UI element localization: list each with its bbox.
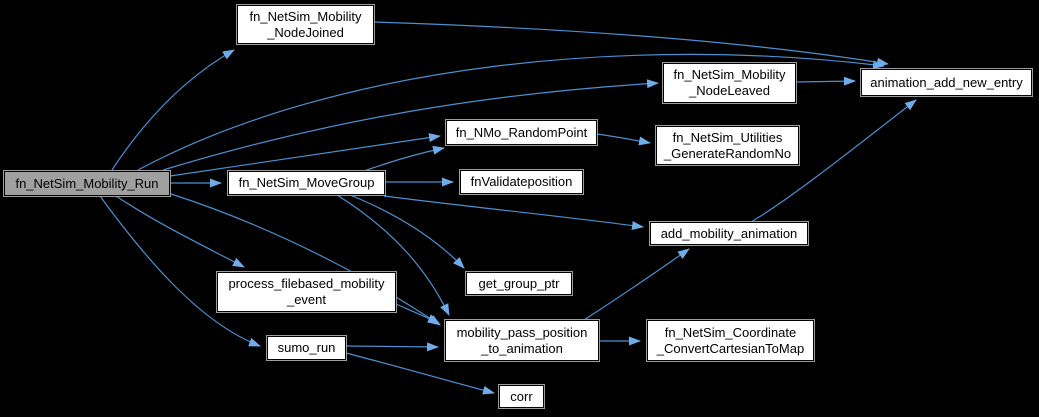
node-label-line: fnValidateposition [470, 174, 573, 189]
node-get-group-ptr[interactable]: get_group_ptr [465, 271, 573, 296]
edge-move-group-to-nmo-random-point [363, 145, 445, 172]
node-label-line: fn_NMo_RandomPoint [455, 124, 588, 140]
node-label-line: fn_NetSim_Mobility [673, 67, 786, 82]
node-corr[interactable]: corr [498, 384, 545, 409]
edge-mobility-run-to-animation-add-new-entry [137, 53, 885, 171]
node-label-line: get_group_ptr [478, 275, 560, 291]
edge-mobility-node-joined-to-animation-add-new-entry [373, 21, 889, 67]
edge-mobility-run-to-process-filebased-mobility-event [115, 195, 245, 268]
edge-add-mobility-animation-to-animation-add-new-entry [750, 99, 917, 223]
edge-process-filebased-mobility-event-to-mobility-pass-position-to-animation [395, 303, 440, 324]
node-mobility-node-leaved[interactable]: fn_NetSim_Mobility_NodeLeaved [662, 62, 797, 104]
node-fnvalidateposition[interactable]: fnValidateposition [459, 169, 584, 195]
node-label-line: _event [286, 292, 327, 307]
node-label-line: fn_NetSim_Utilities [672, 129, 783, 145]
node-label-line: add_mobility_animation [660, 225, 798, 241]
node-label-line: corr [510, 388, 533, 404]
node-label-line: _NodeLeaved [689, 83, 770, 98]
node-label-line: fn_NetSim_Coordinate [664, 324, 797, 340]
edge-mobility-run-to-sumo-run [99, 195, 261, 347]
node-label-line: _NodeJoined [267, 24, 344, 40]
node-label-line: animation_add_new_entry [870, 74, 1023, 90]
node-mobility-pass-position-to-animation[interactable]: mobility_pass_position_to_animation [444, 319, 600, 362]
edge-sumo-run-to-mobility-pass-position-to-animation [345, 342, 439, 352]
node-label-line: _to_animation [481, 340, 563, 356]
node-mobility-node-joined[interactable]: fn_NetSim_Mobility_NodeJoined [236, 4, 375, 45]
node-add-mobility-animation[interactable]: add_mobility_animation [649, 221, 809, 246]
node-label-line: _ConvertCartesianToMap [656, 340, 805, 356]
edge-mobility-run-to-nmo-random-point [169, 133, 441, 177]
edge-mobility-run-to-mobility-node-leaved [162, 79, 659, 171]
node-label-line: fn_NetSim_Mobility [249, 8, 362, 24]
node-label-line: sumo_run [277, 340, 336, 355]
edge-mobility-run-to-mobility-pass-position-to-animation [167, 192, 441, 326]
node-mobility-run[interactable]: fn_NetSim_Mobility_Run [3, 170, 171, 197]
node-move-group[interactable]: fn_NetSim_MoveGroup [227, 170, 386, 196]
node-coordinate-convert-cartesian-to-map[interactable]: fn_NetSim_Coordinate_ConvertCartesianToM… [646, 319, 815, 362]
node-sumo-run[interactable]: sumo_run [266, 335, 347, 361]
node-utilities-generate-random-no[interactable]: fn_NetSim_Utilities_GenerateRandomNo [655, 125, 800, 166]
edge-nmo-random-point-to-utilities-generate-random-no [596, 133, 651, 146]
edge-move-group-to-add-mobility-animation [383, 195, 644, 230]
edge-move-group-to-get-group-ptr [349, 194, 465, 269]
node-process-filebased-mobility-event[interactable]: process_filebased_mobility_event [216, 271, 397, 313]
node-label-line: mobility_pass_position [456, 324, 588, 340]
edge-mobility-pass-position-to-animation-to-add-mobility-animation [583, 248, 690, 321]
node-label-line: fn_NetSim_MoveGroup [238, 175, 375, 190]
node-label-line: _GenerateRandomNo [663, 145, 792, 161]
node-animation-add-new-entry[interactable]: animation_add_new_entry [860, 68, 1033, 97]
edge-sumo-run-to-corr [345, 352, 495, 395]
edge-mobility-node-leaved-to-animation-add-new-entry [795, 76, 856, 86]
edge-move-group-to-mobility-pass-position-to-animation [336, 194, 450, 316]
node-label-line: process_filebased_mobility [228, 276, 385, 291]
node-nmo-random-point[interactable]: fn_NMo_RandomPoint [445, 119, 598, 146]
edge-mobility-run-to-mobility-node-joined [111, 49, 235, 171]
node-label-line: fn_NetSim_Mobility_Run [15, 175, 159, 191]
